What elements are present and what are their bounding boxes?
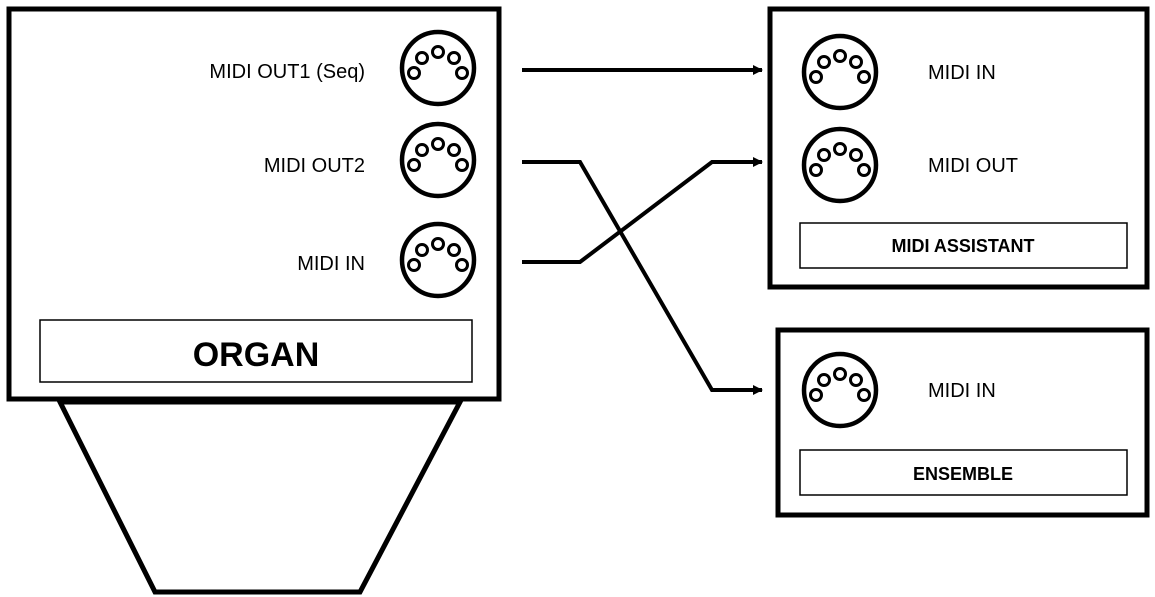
- organ-port-label-out2: MIDI OUT2: [264, 155, 365, 177]
- midi-din-connector-icon[interactable]: [804, 129, 876, 201]
- connection-out2-to-ensemble-in: [522, 160, 763, 395]
- ensemble-title: ENSEMBLE: [913, 464, 1013, 484]
- organ-stand: [55, 399, 465, 595]
- organ-port-label-in: MIDI IN: [297, 253, 365, 275]
- midi-assistant-device: MIDI IN MIDI OUT MIDI ASSISTANT: [767, 6, 1150, 290]
- assistant-name-panel: [799, 222, 1128, 269]
- midi-din-connector-icon[interactable]: [804, 354, 876, 426]
- ensemble-port-label-in: MIDI IN: [928, 380, 996, 402]
- organ-name-panel: [39, 319, 473, 383]
- organ-port-label-out1: MIDI OUT1 (Seq): [209, 61, 365, 83]
- organ-device: MIDI OUT1 (Seq) MIDI OUT2 MIDI IN ORGAN: [6, 6, 502, 402]
- ensemble-device: MIDI IN ENSEMBLE: [775, 327, 1150, 518]
- assistant-port-label-in: MIDI IN: [928, 62, 996, 84]
- midi-din-connector-icon[interactable]: [402, 124, 474, 196]
- connection-assistant-out-to-organ-in: [522, 157, 763, 264]
- midi-din-connector-icon[interactable]: [402, 224, 474, 296]
- assistant-port-label-out: MIDI OUT: [928, 155, 1018, 177]
- assistant-title: MIDI ASSISTANT: [892, 236, 1035, 256]
- midi-din-connector-icon[interactable]: [402, 32, 474, 104]
- ensemble-name-panel: [799, 449, 1128, 496]
- midi-din-connector-icon[interactable]: [804, 36, 876, 108]
- organ-title: ORGAN: [193, 336, 320, 374]
